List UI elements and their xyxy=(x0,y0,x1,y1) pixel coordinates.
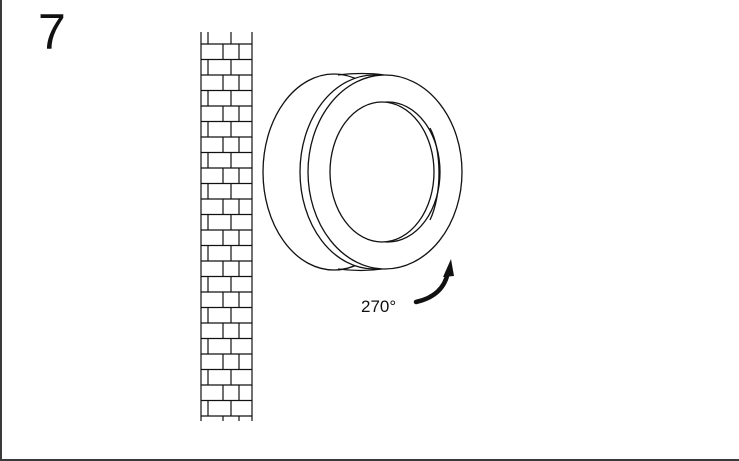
rotation-arrow-icon xyxy=(413,259,454,305)
rotation-angle-label: 270° xyxy=(361,297,397,316)
ring-inner-depth-line xyxy=(429,127,440,221)
round-ring-fixture xyxy=(262,72,463,272)
step-number: 7 xyxy=(38,4,66,60)
ring-inner-opening xyxy=(329,101,435,243)
brick-wall xyxy=(200,32,253,421)
